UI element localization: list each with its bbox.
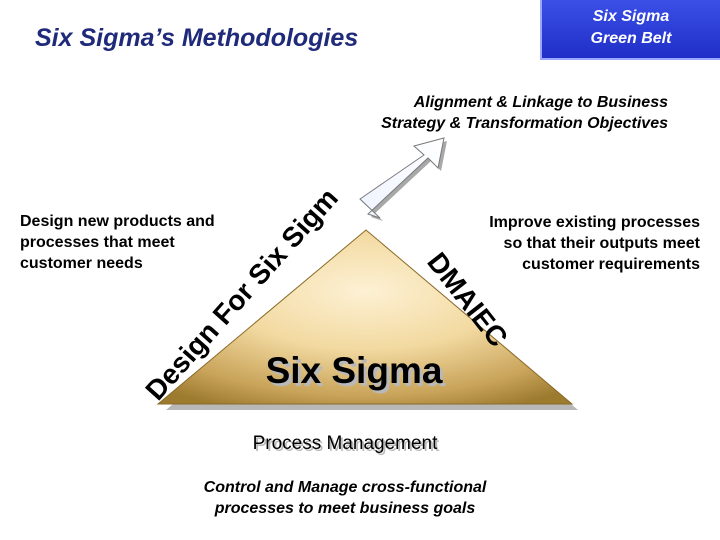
improve-label-line-1: Improve existing processes — [489, 214, 700, 231]
design-label: Design new products and processes that m… — [20, 211, 215, 274]
alignment-label: Alignment & Linkage to Business Strategy… — [300, 92, 668, 134]
badge-line-1: Six Sigma — [592, 8, 670, 25]
control-caption: Control and Manage cross-functional proc… — [165, 477, 525, 519]
improve-label: Improve existing processes so that their… — [420, 212, 700, 275]
process-management-label: Process Management — [253, 433, 439, 454]
center-title-shadow: Six Sigma — [269, 353, 446, 394]
design-label-line-3: customer needs — [20, 255, 143, 272]
improve-label-line-2: so that their outputs meet — [503, 235, 700, 252]
control-caption-line-2: processes to meet business goals — [214, 500, 476, 517]
process-management-shadow: Process Management — [255, 435, 441, 456]
control-caption-line-1: Control and Manage cross-functional — [203, 479, 487, 496]
alignment-label-line-1: Alignment & Linkage to Business — [413, 94, 668, 111]
upward-arrow — [359, 137, 447, 221]
alignment-label-line-2: Strategy & Transformation Objectives — [381, 115, 668, 132]
green-belt-badge: Six Sigma Green Belt — [540, 0, 720, 60]
process-triangle — [156, 229, 574, 405]
page-title: Six Sigma’s Methodologies — [35, 24, 359, 52]
design-label-line-2: processes that meet — [20, 234, 175, 251]
improve-label-line-3: customer requirements — [522, 256, 700, 273]
badge-line-2: Green Belt — [590, 30, 672, 47]
design-label-line-1: Design new products and — [20, 213, 215, 230]
center-title: Six Sigma — [266, 350, 443, 391]
